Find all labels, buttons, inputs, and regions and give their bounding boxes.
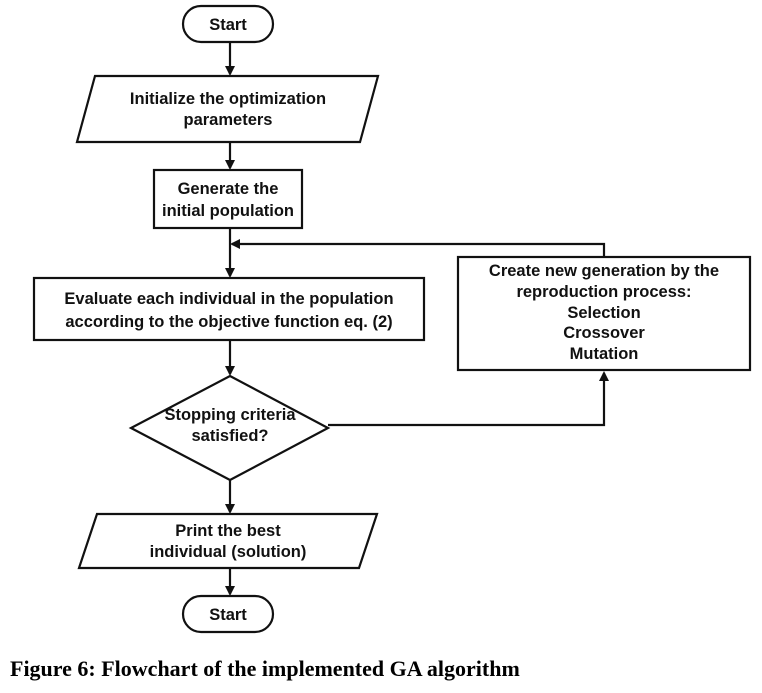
- reproduce-label-crossover: Crossover: [563, 324, 645, 342]
- reproduction-box: Create new generation by the reproductio…: [456, 255, 752, 372]
- print-best-box: Print the best individual (solution): [77, 512, 379, 570]
- stopping-criteria-decision: Stopping criteria satisfied?: [128, 374, 331, 482]
- generate-label-line1: Generate the: [178, 180, 279, 198]
- print-label-line1: Print the best: [175, 522, 281, 540]
- decision-label-line2: satisfied?: [191, 427, 268, 445]
- connectors: [225, 42, 609, 596]
- end-terminal: Start: [181, 594, 275, 634]
- start-terminal: Start: [181, 4, 275, 44]
- init-label-line1: Initialize the optimization: [130, 90, 326, 108]
- reproduce-label-mutation: Mutation: [570, 345, 639, 363]
- generate-population-box: Generate the initial population: [152, 168, 304, 230]
- init-label-line2: parameters: [184, 111, 273, 129]
- init-parameters-box: Initialize the optimization parameters: [75, 74, 380, 144]
- evaluate-box: Evaluate each individual in the populati…: [32, 276, 426, 342]
- evaluate-label-line1: Evaluate each individual in the populati…: [64, 290, 393, 308]
- decision-label-line1: Stopping criteria: [164, 406, 296, 424]
- figure-caption: Figure 6: Flowchart of the implemented G…: [10, 656, 520, 681]
- reproduce-label-selection: Selection: [567, 304, 640, 322]
- reproduce-label-line1: Create new generation by the: [489, 262, 719, 280]
- generate-label-line2: initial population: [162, 202, 294, 220]
- reproduce-label-line2: reproduction process:: [516, 283, 691, 301]
- start-label: Start: [209, 16, 247, 34]
- print-label-line2: individual (solution): [150, 543, 307, 561]
- arrow-decision-to-reproduce: [328, 371, 609, 427]
- arrow-reproduce-loop-back: [230, 239, 606, 257]
- end-label: Start: [209, 606, 247, 624]
- evaluate-label-line2: according to the objective function eq. …: [65, 313, 392, 331]
